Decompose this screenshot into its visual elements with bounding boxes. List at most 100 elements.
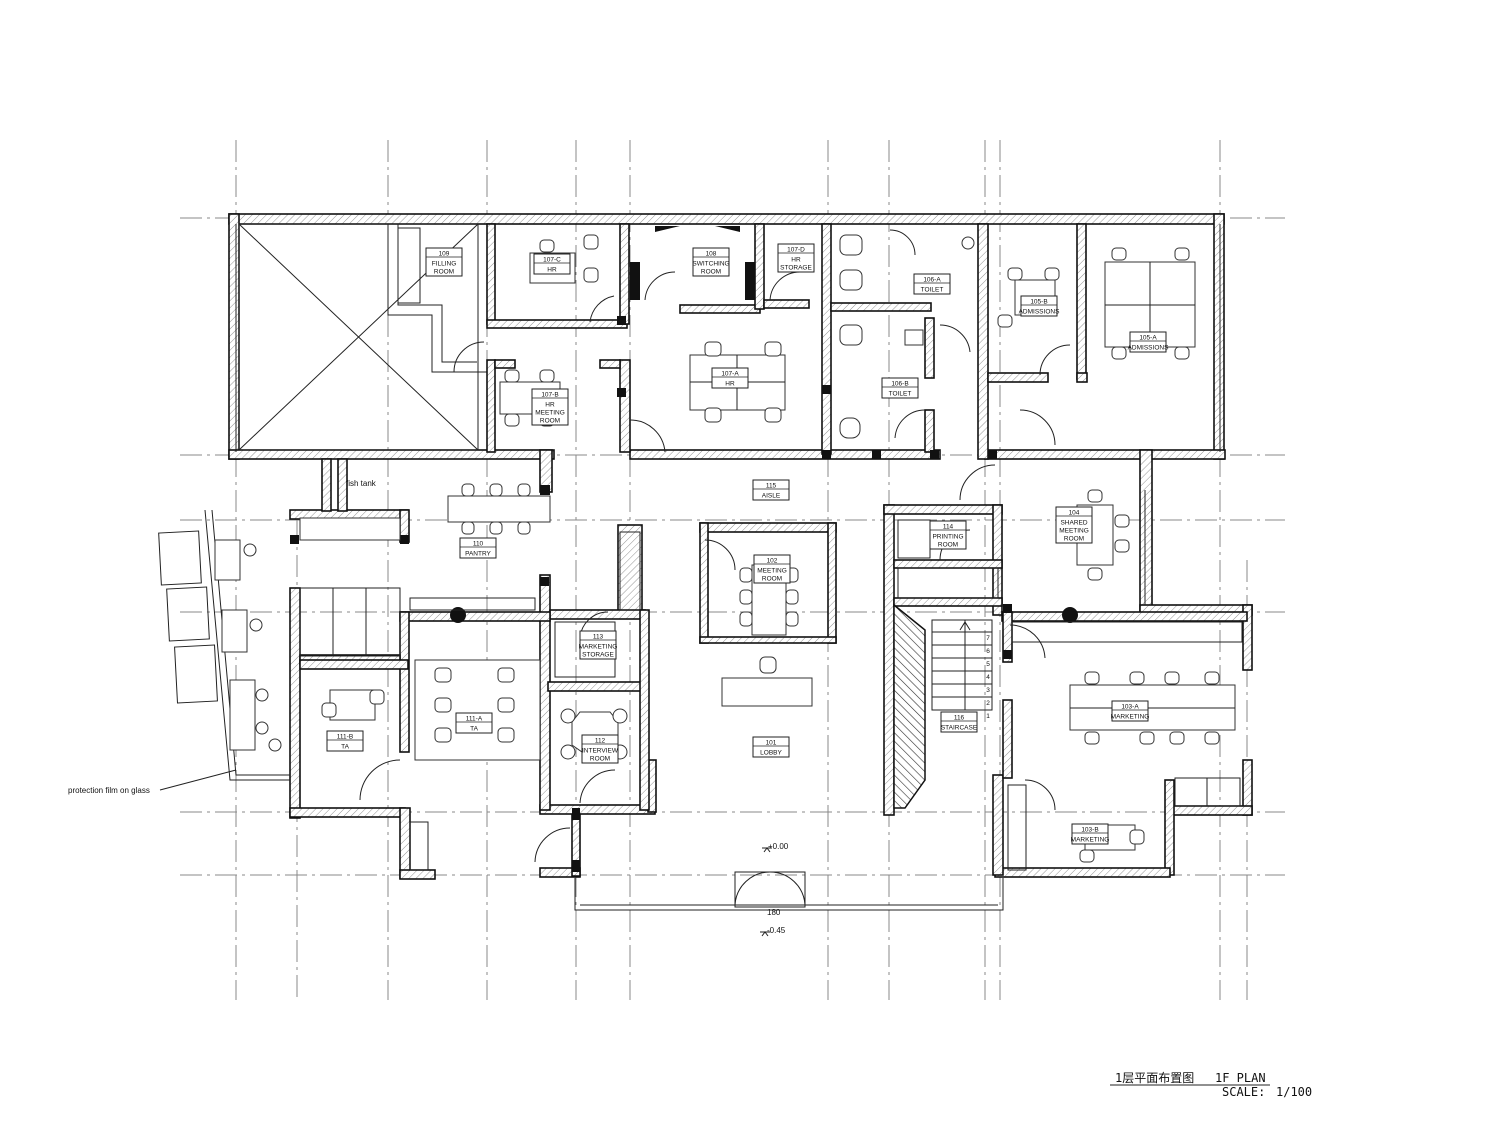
room-number: 106-B (891, 381, 908, 388)
room-number: 106-A (923, 277, 941, 284)
level-exterior-text: -0.45 (767, 926, 786, 935)
room-number: 103-A (1121, 704, 1139, 711)
glass-film-panels (158, 509, 290, 791)
structural-columns (290, 316, 1078, 872)
room-tag-r111b: 111-B TA (326, 730, 364, 752)
room-tag-box (692, 247, 730, 277)
room-name: MEETING (535, 410, 565, 417)
room-name: MARKETING (1071, 837, 1110, 844)
room-tag-box (752, 736, 790, 758)
room-number: 114 (943, 524, 954, 531)
room-number: 116 (954, 715, 965, 722)
room-number: 107-A (721, 371, 739, 378)
scale-label: SCALE: (1222, 1085, 1265, 1099)
stair-step-number: 6 (986, 648, 990, 655)
room-tag-r103a: 103-A MARKETING (1111, 700, 1150, 722)
room-number: 101 (766, 740, 777, 747)
room-name: HR (547, 267, 557, 274)
room-name: HR (725, 381, 735, 388)
room-tag-box (455, 712, 493, 734)
room-tag-r107a: 107-A HR (711, 367, 749, 389)
room-tag-box (1129, 331, 1167, 353)
stair-step-number: 4 (986, 674, 990, 681)
room-number: 115 (766, 483, 777, 490)
drawing-title-en: 1F PLAN (1215, 1071, 1266, 1085)
room-name: AISLE (762, 493, 781, 500)
room-name: HR (545, 402, 555, 409)
room-number: 105-B (1030, 299, 1047, 306)
room-tag-box (940, 711, 978, 733)
room-tag-box (459, 537, 497, 559)
room-number: 111-B (337, 734, 353, 741)
room-name: TA (341, 744, 349, 751)
furniture (214, 226, 1243, 871)
room-tag-box (425, 247, 463, 277)
room-tag-box (753, 554, 791, 584)
room-name: MEETING (757, 568, 787, 575)
room-tag-r105b: 105-B ADMISSIONS (1019, 295, 1060, 317)
room-number: 102 (767, 558, 778, 565)
room-number: 110 (473, 541, 484, 548)
room-tag-box (1020, 295, 1058, 317)
stair-step-number: 1 (986, 713, 990, 720)
room-name: ADMISSIONS (1019, 309, 1060, 316)
room-tag-r107c: 107-CHR (533, 253, 571, 275)
room-name: ADMISSIONS (1128, 345, 1169, 352)
room-name: STAIRCASE (941, 725, 978, 732)
staircase (893, 603, 993, 809)
stair-step-number: 3 (986, 687, 990, 694)
room-name: STORAGE (780, 265, 812, 272)
room-tag-box (533, 253, 571, 275)
room-number: 104 (1069, 510, 1080, 517)
room-tag-box (326, 730, 364, 752)
room-tag-r106a: 106-A TOILET (913, 273, 951, 295)
room-name: ROOM (762, 576, 782, 583)
room-number: 111-A (466, 716, 483, 723)
title-block: 1层平面布置图 1F PLAN SCALE: 1/100 (1110, 1071, 1312, 1099)
stair-step-number: 5 (986, 661, 990, 668)
room-number: 108 (706, 251, 717, 258)
doors (359, 229, 1146, 911)
room-name: ROOM (590, 756, 610, 763)
room-tag-box (711, 367, 749, 389)
room-tag-box (777, 243, 815, 273)
room-name: STORAGE (582, 652, 614, 659)
room-number: 113 (593, 634, 604, 641)
room-name: ROOM (434, 269, 454, 276)
room-tag-box (581, 734, 619, 764)
room-name: TA (470, 726, 478, 733)
room-tag-box (1111, 700, 1149, 722)
room-name: TOILET (889, 391, 912, 398)
room-name: HR (791, 257, 801, 264)
fish-tank-text: fish tank (346, 479, 377, 488)
level-marker-exterior: -0.45 (760, 926, 786, 937)
room-number: 107-B (541, 392, 558, 399)
room-name: LOBBY (760, 750, 782, 757)
room-tag-r111a: 111-A TA (455, 712, 493, 734)
room-name: PRINTING (932, 534, 963, 541)
room-name: MARKETING (1111, 714, 1150, 721)
room-name: ROOM (1064, 536, 1084, 543)
exterior-walls (228, 213, 1253, 880)
room-name: ROOM (938, 542, 958, 549)
room-tag-box (531, 388, 569, 426)
room-tag-box (929, 520, 967, 550)
room-name: SWITCHING (692, 261, 729, 268)
room-name: TOILET (921, 287, 944, 294)
room-number: 112 (595, 738, 606, 745)
room-name: FILLING (432, 261, 457, 268)
